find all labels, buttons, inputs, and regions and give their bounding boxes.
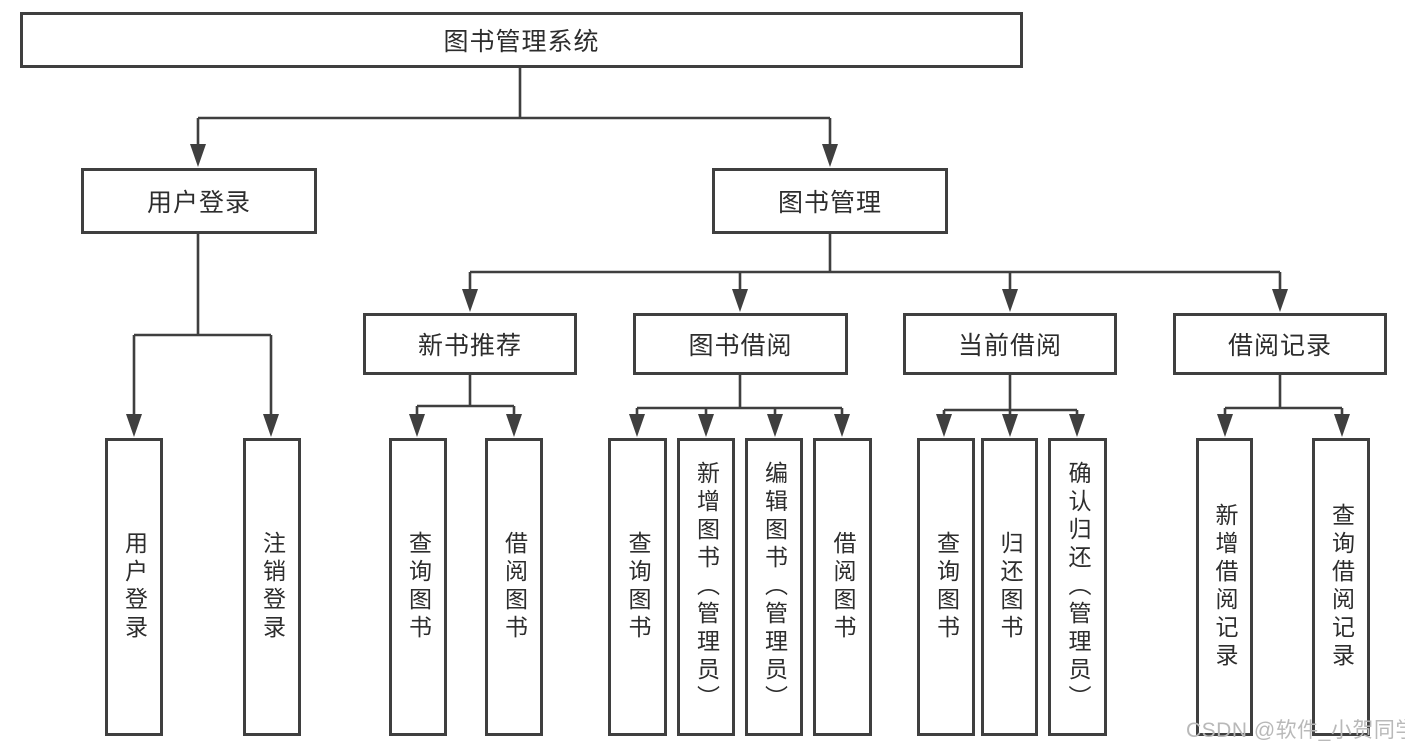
node-current-borrowing: 当前借阅 bbox=[903, 313, 1117, 375]
leaf-query-borrow-record: 查询借阅记录 bbox=[1312, 438, 1370, 736]
csdn-watermark: CSDN @软件_小贺同学 bbox=[1186, 719, 1405, 742]
leaf-query-books-borrowing: 查询图书 bbox=[608, 438, 667, 736]
node-borrowing-records: 借阅记录 bbox=[1173, 313, 1387, 375]
node-book-borrowing: 图书借阅 bbox=[633, 313, 848, 375]
leaf-confirm-return-admin: 确认归还（管理员） bbox=[1048, 438, 1107, 736]
node-book-management: 图书管理 bbox=[712, 168, 948, 234]
leaf-logout: 注销登录 bbox=[243, 438, 301, 736]
leaf-query-books-recommend: 查询图书 bbox=[389, 438, 447, 736]
node-new-book-recommendation: 新书推荐 bbox=[363, 313, 577, 375]
node-library-management-system: 图书管理系统 bbox=[20, 12, 1023, 68]
leaf-edit-books-admin: 编辑图书（管理员） bbox=[745, 438, 803, 736]
leaf-borrow-books-recommend: 借阅图书 bbox=[485, 438, 543, 736]
leaf-query-books-current: 查询图书 bbox=[917, 438, 975, 736]
node-user-login: 用户登录 bbox=[81, 168, 317, 234]
leaf-add-borrow-record: 新增借阅记录 bbox=[1196, 438, 1253, 736]
leaf-return-books: 归还图书 bbox=[981, 438, 1038, 736]
leaf-borrow-books-borrowing: 借阅图书 bbox=[813, 438, 872, 736]
leaf-user-login: 用户登录 bbox=[105, 438, 163, 736]
arrowhead-icons bbox=[126, 144, 1350, 437]
connector-lines bbox=[132, 68, 1344, 416]
leaf-add-books-admin: 新增图书（管理员） bbox=[677, 438, 735, 736]
